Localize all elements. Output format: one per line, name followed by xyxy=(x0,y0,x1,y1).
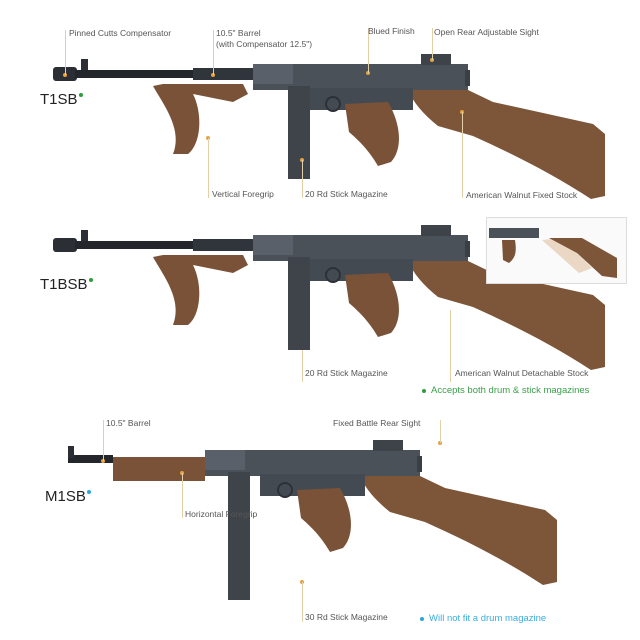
t1sb-magazine xyxy=(288,86,310,179)
model-t1sb: T1SB xyxy=(40,91,83,108)
label-sight: Fixed Battle Rear Sight xyxy=(333,418,421,428)
label-barrel-line2: (with Compensator 12.5") xyxy=(216,39,313,49)
note-no-drum: Will not fit a drum magazine xyxy=(420,613,546,624)
callout-line xyxy=(440,420,441,443)
callout-line xyxy=(368,28,369,73)
t1sb-gun xyxy=(53,53,605,199)
m1sb-pistol-grip xyxy=(297,488,351,552)
callout-line xyxy=(302,582,303,622)
t1sb-barrel-foregrip xyxy=(53,59,255,154)
green-dot-icon xyxy=(422,389,426,393)
model-name: T1SB xyxy=(40,91,78,108)
callout-line xyxy=(462,112,463,198)
label-finish: Blued Finish xyxy=(368,26,415,36)
m1sb-stock xyxy=(360,476,557,585)
label-foregrip: Horizontal Foregrip xyxy=(185,509,258,519)
label-barrel: 10.5" Barrel xyxy=(106,418,151,428)
t1bsb-gun xyxy=(53,224,605,370)
label-sight: Open Rear Adjustable Sight xyxy=(434,27,539,37)
note-text: Accepts both drum & stick magazines xyxy=(431,385,590,396)
m1sb-horizontal-foregrip xyxy=(113,457,205,481)
note-text: Will not fit a drum magazine xyxy=(429,613,547,624)
label-magazine: 20 Rd Stick Magazine xyxy=(305,189,388,199)
label-magazine: 30 Rd Stick Magazine xyxy=(305,612,388,622)
label-stock: American Walnut Detachable Stock xyxy=(455,368,589,378)
blue-dot-icon xyxy=(420,617,424,621)
callout-line xyxy=(302,350,303,382)
model-t1bsb: T1BSB xyxy=(40,276,93,293)
label-barrel: 10.5" Barrel(with Compensator 12.5") xyxy=(216,28,312,50)
callout-line xyxy=(103,420,104,461)
callout-line xyxy=(213,30,214,75)
t1sb-pistol-grip xyxy=(345,102,399,166)
green-dot-icon xyxy=(78,93,83,97)
note-drum-compatible: Accepts both drum & stick magazines xyxy=(422,385,589,396)
blue-dot-icon xyxy=(86,490,91,494)
label-stock: American Walnut Fixed Stock xyxy=(466,190,578,200)
t1sb-stock xyxy=(408,90,605,199)
model-name: T1BSB xyxy=(40,276,88,293)
model-m1sb: M1SB xyxy=(45,488,91,505)
callout-line xyxy=(302,160,303,198)
m1sb-gun xyxy=(68,439,557,600)
label-magazine: 20 Rd Stick Magazine xyxy=(305,368,388,378)
detachable-stock-inset-image xyxy=(486,217,627,284)
t1bsb-pistol-grip xyxy=(345,273,399,337)
model-name: M1SB xyxy=(45,488,86,505)
label-foregrip: Vertical Foregrip xyxy=(212,189,274,199)
callout-line xyxy=(432,28,433,60)
callout-line xyxy=(65,30,66,75)
callout-line xyxy=(182,473,183,518)
m1sb-magazine xyxy=(228,472,250,600)
callout-line xyxy=(208,138,209,198)
label-barrel-line1: 10.5" Barrel xyxy=(216,28,261,38)
t1bsb-magazine xyxy=(288,257,310,350)
callout-line xyxy=(450,310,451,382)
label-compensator: Pinned Cutts Compensator xyxy=(69,28,172,38)
green-dot-icon xyxy=(88,278,93,282)
